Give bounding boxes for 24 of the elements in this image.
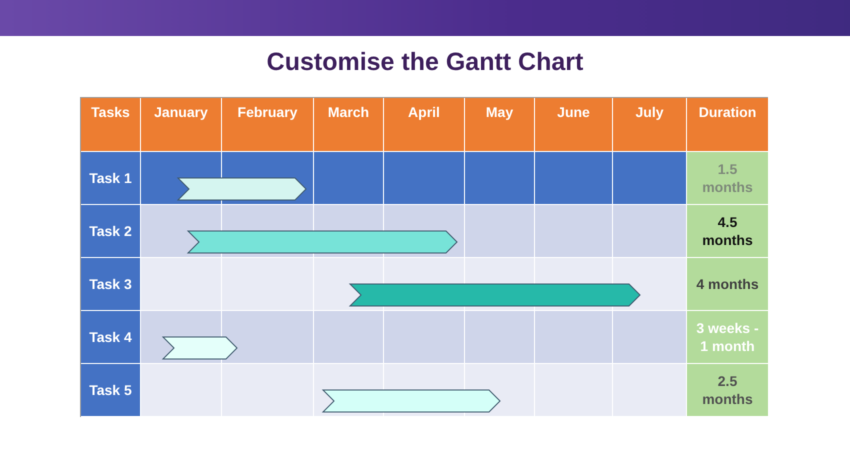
chevron-bar — [322, 390, 501, 412]
column-header: Duration — [687, 98, 769, 152]
task-label: Task 1 — [81, 152, 141, 205]
chevron-bar — [186, 230, 458, 254]
duration-value: 4 months — [687, 258, 769, 311]
column-header: April — [384, 98, 465, 152]
column-header: March — [314, 98, 384, 152]
column-header: June — [535, 98, 613, 152]
column-header: Tasks — [81, 98, 141, 152]
duration-value: 4.5 months — [687, 205, 769, 258]
task-label: Task 3 — [81, 258, 141, 311]
duration-value: 3 weeks - 1 month — [687, 311, 769, 364]
chevron-bar — [176, 178, 307, 200]
column-header: May — [465, 98, 535, 152]
duration-value: 1.5 months — [687, 152, 769, 205]
column-header: February — [222, 98, 314, 152]
column-header: July — [613, 98, 687, 152]
task-label: Task 4 — [81, 311, 141, 364]
duration-value: 2.5 months — [687, 364, 769, 417]
chevron-bar — [348, 284, 641, 306]
task-label: Task 5 — [81, 364, 141, 417]
column-header: January — [141, 98, 222, 152]
task-label: Task 2 — [81, 205, 141, 258]
title: Customise the Gantt Chart — [266, 48, 584, 77]
